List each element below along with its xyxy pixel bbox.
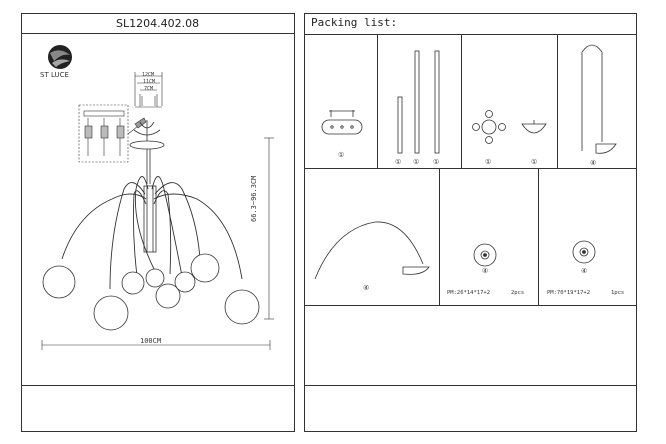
dim-7cm: 7CM	[144, 86, 154, 92]
qty-mark: ①	[485, 158, 492, 166]
qty-mark: ④	[363, 284, 370, 292]
header-divider	[22, 33, 294, 34]
pcs-count-2: 1pcs	[611, 290, 625, 296]
packing-list-title: Packing list:	[311, 16, 398, 29]
pm-code-1: PM:26*14*17+2	[447, 290, 491, 296]
st-luce-logo-icon	[48, 45, 72, 69]
col-divider	[439, 168, 440, 305]
row2-divider	[305, 305, 636, 306]
col-divider	[538, 168, 539, 305]
qty-mark: ①	[433, 158, 440, 166]
chandelier-drawing	[41, 72, 274, 350]
col-divider	[377, 34, 378, 168]
col-divider	[557, 34, 558, 168]
qty-mark: ④	[581, 267, 588, 275]
qty-mark: ①	[413, 158, 420, 166]
pcs-count-1: 2pcs	[511, 290, 525, 296]
qty-mark: ①	[338, 151, 345, 159]
qty-mark: ①	[395, 158, 402, 166]
qty-mark: ④	[482, 267, 489, 275]
model-number: SL1204.402.08	[116, 17, 200, 30]
brand-name: ST LUCE	[40, 71, 69, 79]
row1-divider	[305, 168, 636, 169]
row3-divider	[305, 385, 636, 386]
packing-list-panel: Packing list:	[304, 13, 637, 432]
pm-code-2: PM:70*19*17+2	[547, 290, 591, 296]
height-dimension: 66.3~96.3CM	[250, 175, 258, 222]
width-dimension: 100CM	[140, 337, 162, 345]
title-divider	[305, 34, 636, 35]
qty-mark: ④	[590, 159, 597, 167]
parts-drawing	[314, 44, 617, 280]
qty-mark: ①	[531, 158, 538, 166]
dim-11cm: 11CM	[143, 79, 156, 85]
col-divider	[461, 34, 462, 168]
drawing-panel: SL1204.402.08 ST LUCE	[21, 13, 295, 432]
footer-divider	[22, 385, 294, 386]
dim-12cm: 12CM	[142, 72, 155, 78]
